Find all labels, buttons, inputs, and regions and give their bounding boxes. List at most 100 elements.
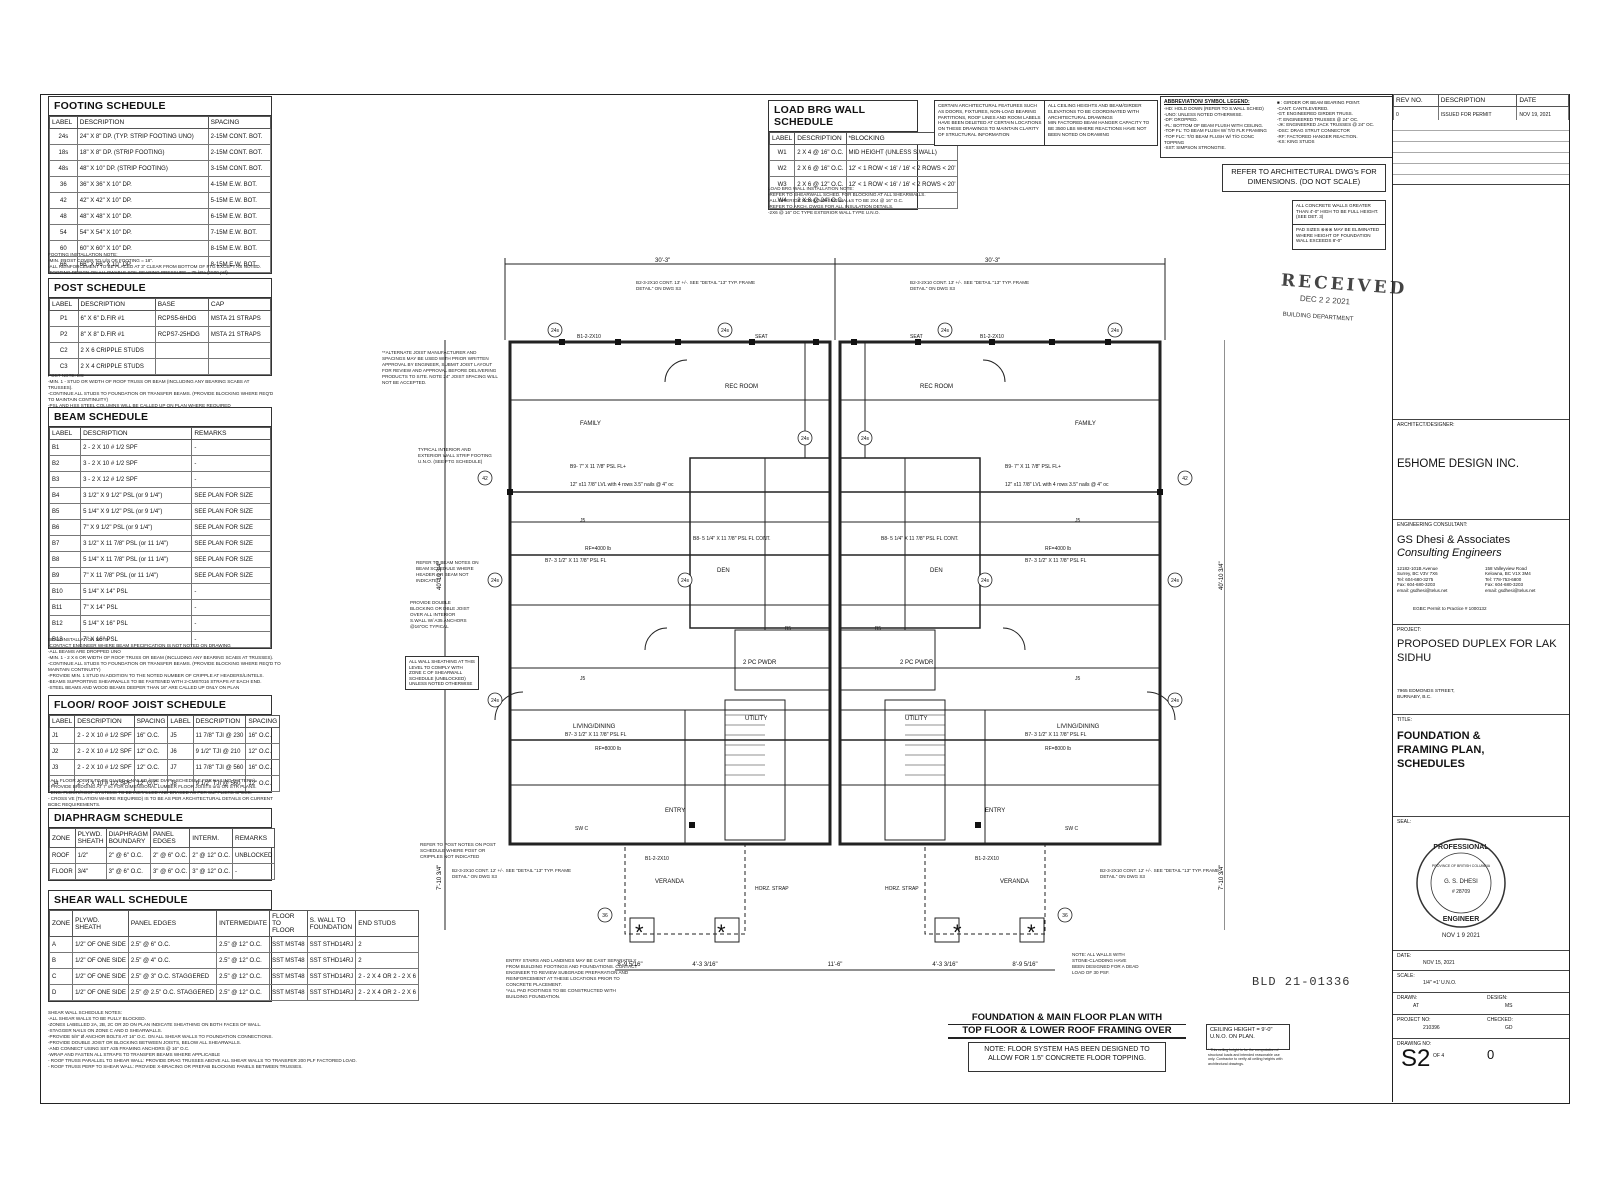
- column-header: PANEL EDGES: [127, 910, 218, 937]
- room-pwdr-right: 2 PC PWDR: [900, 660, 934, 666]
- room-den-right: DEN: [930, 568, 943, 574]
- seal-label: SEAL:: [1397, 819, 1412, 825]
- design-label: DESIGN:: [1487, 995, 1508, 1001]
- reaction-lower-right: RF=8000 lb: [1045, 746, 1071, 752]
- table-cell: J7: [167, 759, 194, 776]
- beam-b7-right: B7- 3 1/2" X 11 7/8" PSL FL: [1025, 558, 1087, 564]
- table-cell: 36" X 36" X 10" DP.: [76, 176, 209, 193]
- table-cell: SEE PLAN FOR SIZE: [191, 535, 271, 552]
- table-cell: MSTA 21 STRAPS: [207, 326, 272, 343]
- table-cell: 2" @ 6" O.C.: [149, 847, 191, 864]
- table-cell: 2-15M CONT. BOT.: [207, 144, 272, 161]
- beam-b5-right: B5: [875, 626, 881, 632]
- table-cell: 5 1/4" X 14" PSL: [80, 583, 193, 600]
- table-cell: 1/2" OF ONE SIDE: [72, 984, 129, 1001]
- table-cell: 7-15M E.W. BOT.: [207, 224, 272, 241]
- column-header: REMARKS: [191, 427, 271, 440]
- svg-text:24s: 24s: [681, 578, 690, 584]
- table-cell: 7" X 11 7/8" PSL (or 11 1/4"): [80, 567, 193, 584]
- table-cell: 3" @ 12" O.C.: [189, 863, 233, 880]
- beam-schedule-title: BEAM SCHEDULE: [49, 408, 271, 427]
- table-cell: B5: [48, 503, 82, 520]
- table-cell: SEE PLAN FOR SIZE: [191, 519, 271, 536]
- column-header: REV NO.: [1393, 94, 1439, 107]
- room-entry-right: ENTRY: [985, 808, 1005, 814]
- beam-b7-lower-left: B7- 3 1/2" X 11 7/8" PSL FL: [565, 732, 627, 738]
- column-header: LABEL: [49, 298, 79, 311]
- beam-b8-left: B8- 5 1/4" X 11 7/8" PSL FL CONT.: [693, 536, 771, 542]
- architect-cell: ARCHITECT/DESIGNER: E5HOME DESIGN INC.: [1393, 419, 1569, 520]
- table-cell: 1/2" OF ONE SIDE: [72, 936, 129, 953]
- column-header: DIAPHRAGM BOUNDARY: [105, 828, 151, 848]
- table-cell: 2" @ 6" O.C.: [105, 847, 151, 864]
- table-cell: D: [48, 984, 74, 1001]
- joist-j5-c: J5: [580, 676, 586, 682]
- lvl-note-right: 12" x11 7/8" LVL with 4 rows 3.5" nails …: [1005, 482, 1109, 488]
- column-header: INTERM.: [189, 828, 233, 848]
- top-dimension-left: 30'-3": [655, 258, 670, 264]
- table-cell: 9 1/2" TJI @ 210: [192, 743, 247, 760]
- table-cell: B6: [48, 519, 82, 536]
- joist-notes: - ALL FLOOR JOISTS TO BE GLUED & NAILED …: [48, 778, 273, 807]
- room-rec-room-left: REC ROOM: [725, 384, 758, 390]
- table-cell: A: [48, 936, 74, 953]
- table-cell: -: [191, 631, 271, 648]
- shear-wall-schedule-title: SHEAR WALL SCHEDULE: [49, 891, 271, 910]
- table-cell: 2.5" @ 6" O.C.: [127, 936, 218, 953]
- svg-text:*: *: [1027, 920, 1036, 945]
- svg-text:24s: 24s: [721, 328, 730, 334]
- table-cell: RCPS5-6HDG: [154, 310, 209, 327]
- abbreviation-list-right: ■ : GIRDER OR BEAM BEARING POINT. -CANT:…: [1277, 100, 1375, 145]
- room-utility-right: UTILITY: [905, 716, 927, 722]
- table-cell: 5 1/4" X 9 1/2" PSL (or 9 1/4"): [80, 503, 193, 520]
- table-cell: 7" X 14" PSL: [80, 599, 193, 616]
- table-cell: 8-15M E.W. BOT.: [207, 256, 272, 273]
- table-cell: J1: [48, 727, 76, 744]
- bottom-dim-2: 4'-3 3/16": [692, 962, 717, 968]
- column-header: DATE: [1516, 94, 1569, 107]
- table-cell: -: [845, 192, 959, 209]
- title-cell: TITLE: FOUNDATION & FRAMING PLAN, SCHEDU…: [1393, 714, 1569, 810]
- column-header: PANEL EDGES: [149, 828, 191, 848]
- column-header: DESCRIPTION: [76, 116, 209, 129]
- side-dimension-small-left: 7'-10 3/4": [437, 865, 443, 890]
- table-cell: 24s: [49, 128, 78, 145]
- double-blocking-note: PROVIDE DOUBLE BLOCKING OR DBLE JOIST OV…: [410, 600, 470, 629]
- table-cell: B4: [48, 487, 82, 504]
- joist-schedule-title: FLOOR/ ROOF JOIST SCHEDULE: [49, 696, 271, 715]
- table-cell: B1: [48, 439, 82, 456]
- side-dimension-small-right: 7'-10 3/4": [1219, 865, 1225, 890]
- top-dimension-right: 30'-3": [985, 258, 1000, 264]
- table-cell: MSTA 21 STRAPS: [207, 310, 272, 327]
- post-schedule-title: POST SCHEDULE: [49, 279, 271, 298]
- table-cell: 5 1/4" X 16" PSL: [80, 615, 193, 632]
- footing-schedule-title: FOOTING SCHEDULE: [49, 97, 271, 116]
- beam-label-entry-left: B1-2-2X10: [645, 856, 669, 862]
- room-living-right: LIVING/DINING: [1057, 724, 1100, 730]
- table-cell: 16" O.C.: [133, 727, 169, 744]
- table-cell: J8: [167, 775, 194, 792]
- table-cell: 12" O.C.: [245, 743, 281, 760]
- table-cell: B12: [48, 615, 82, 632]
